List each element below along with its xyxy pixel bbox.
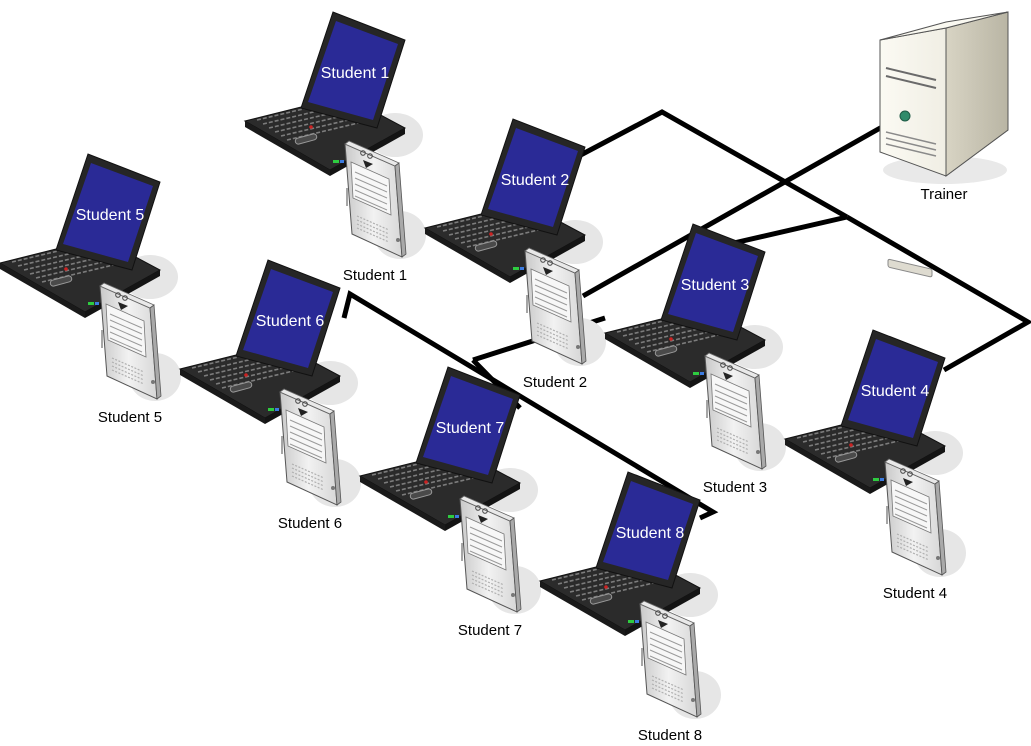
device-label: Student 2 xyxy=(523,374,587,391)
cable-student1-to-trunk xyxy=(573,109,849,220)
laptop-icon: Student 7 xyxy=(358,366,538,531)
station-2: Student 2 Student 2 xyxy=(423,118,606,391)
station-5: Student 5 Student 5 xyxy=(0,153,181,426)
screen-label: Student 4 xyxy=(861,383,930,400)
cable-trainer-to-student2 xyxy=(581,124,884,299)
screen-label: Student 3 xyxy=(681,277,750,294)
ereader-icon xyxy=(459,495,541,614)
cable-student6-to-student8 xyxy=(341,290,719,521)
ereader-icon xyxy=(524,247,606,366)
laptop-icon: Student 6 xyxy=(178,259,358,424)
server-tower-icon xyxy=(879,11,1009,278)
ereader-icon xyxy=(99,282,181,401)
device-label: Student 3 xyxy=(703,479,767,496)
screen-label: Student 6 xyxy=(256,313,325,330)
laptop-icon: Student 3 xyxy=(603,223,783,388)
screen-label: Student 2 xyxy=(501,172,570,189)
ereader-icon xyxy=(704,352,786,471)
ereader-icon xyxy=(884,458,966,577)
laptop-icon: Student 4 xyxy=(783,329,963,494)
device-label: Student 4 xyxy=(883,585,947,602)
laptop-icon: Student 5 xyxy=(0,153,178,318)
station-1: Student 1 Student 1 xyxy=(243,11,426,284)
device-label: Student 5 xyxy=(98,409,162,426)
laptop-icon: Student 2 xyxy=(423,118,603,283)
cable-backbone-to-student4 xyxy=(845,214,1031,373)
trainer-label: Trainer xyxy=(921,186,968,203)
screen-label: Student 5 xyxy=(76,207,145,224)
ereader-icon xyxy=(344,140,426,259)
station-7: Student 7 Student 7 xyxy=(358,366,541,639)
laptop-icon: Student 8 xyxy=(538,471,718,636)
device-label: Student 7 xyxy=(458,622,522,639)
station-4: Student 4 Student 4 xyxy=(783,329,966,602)
station-3: Student 3 Student 3 xyxy=(603,223,786,496)
ereader-icon xyxy=(279,388,361,507)
station-6: Student 6 Student 6 xyxy=(178,259,361,532)
trainer-server: Trainer xyxy=(879,11,1009,278)
screen-label: Student 7 xyxy=(436,420,505,437)
ereader-icon xyxy=(639,600,721,719)
device-label: Student 6 xyxy=(278,515,342,532)
device-label: Student 1 xyxy=(343,267,407,284)
station-8: Student 8 Student 8 xyxy=(538,471,721,744)
device-label: Student 8 xyxy=(638,727,702,744)
laptop-icon: Student 1 xyxy=(243,11,423,176)
screen-label: Student 1 xyxy=(321,65,390,82)
screen-label: Student 8 xyxy=(616,525,685,542)
